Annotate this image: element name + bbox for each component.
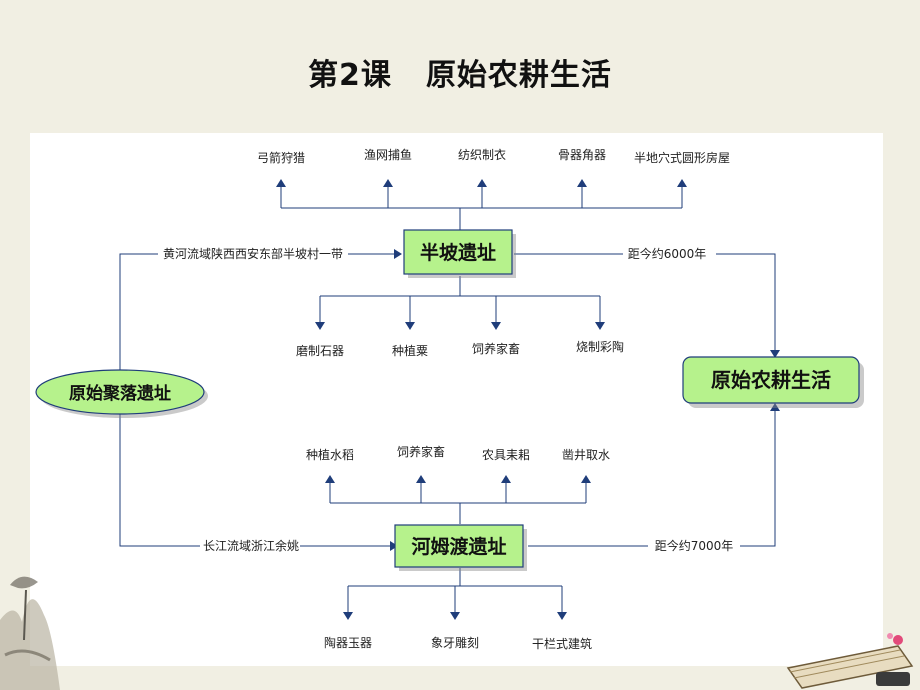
settlement-title: 原始聚落遗址 — [69, 383, 171, 404]
slide-title: 第2课原始农耕生活 — [0, 50, 920, 94]
banpo-feature-label: 半地穴式圆形房屋 — [634, 150, 730, 165]
banpo-location-label: 黄河流域陕西西安东部半坡村一带 — [163, 246, 343, 261]
banpo-node: 半坡遗址 — [403, 229, 516, 278]
hemudu-feature-label: 种植水稻 — [306, 447, 354, 462]
hemudu-feature-label: 干栏式建筑 — [532, 636, 592, 651]
hemudu-bottom-branches — [343, 568, 567, 620]
hemudu-feature-label: 凿井取水 — [562, 448, 610, 462]
hemudu-top-branches — [325, 475, 591, 524]
ink-landscape-decoration — [0, 576, 60, 690]
connector-line — [119, 413, 200, 547]
scroll-decoration — [786, 633, 914, 689]
hemudu-feature-label: 陶器玉器 — [324, 635, 372, 650]
hemudu-location-label: 长江流域浙江余姚 — [203, 538, 299, 553]
arrow-to-farming-life — [716, 253, 780, 358]
arrow-to-farming-life — [740, 403, 780, 547]
banpo-feature-label: 渔网捕鱼 — [364, 147, 412, 162]
farming-life-title: 原始农耕生活 — [711, 368, 831, 392]
farming-life-node: 原始农耕生活 — [682, 356, 864, 408]
hemudu-title: 河姆渡遗址 — [411, 535, 506, 558]
banpo-bottom-branches — [315, 276, 605, 330]
banpo-title: 半坡遗址 — [420, 241, 496, 264]
lesson-title: 原始农耕生活 — [425, 58, 612, 93]
banpo-age-label: 距今约6000年 — [628, 246, 707, 261]
hemudu-feature-label: 农具耒耜 — [482, 448, 530, 462]
banpo-feature-label: 骨器角器 — [558, 148, 606, 162]
settlement-node: 原始聚落遗址 — [35, 369, 208, 418]
hemudu-feature-label: 饲养家畜 — [397, 444, 445, 459]
lesson-number: 第2课 — [308, 58, 392, 93]
banpo-feature-label: 饲养家畜 — [472, 341, 520, 356]
banpo-feature-label: 种植粟 — [392, 343, 428, 358]
banpo-feature-label: 弓箭狩猎 — [257, 150, 305, 165]
banpo-feature-label: 磨制石器 — [296, 344, 344, 358]
banpo-feature-label: 纺织制衣 — [458, 147, 506, 162]
banpo-feature-label: 烧制彩陶 — [576, 339, 624, 354]
connector-line — [119, 253, 158, 375]
hemudu-age-label: 距今约7000年 — [655, 538, 734, 553]
hemudu-feature-label: 象牙雕刻 — [431, 635, 479, 650]
hemudu-node: 河姆渡遗址 — [394, 524, 527, 571]
banpo-top-branches — [276, 179, 687, 230]
